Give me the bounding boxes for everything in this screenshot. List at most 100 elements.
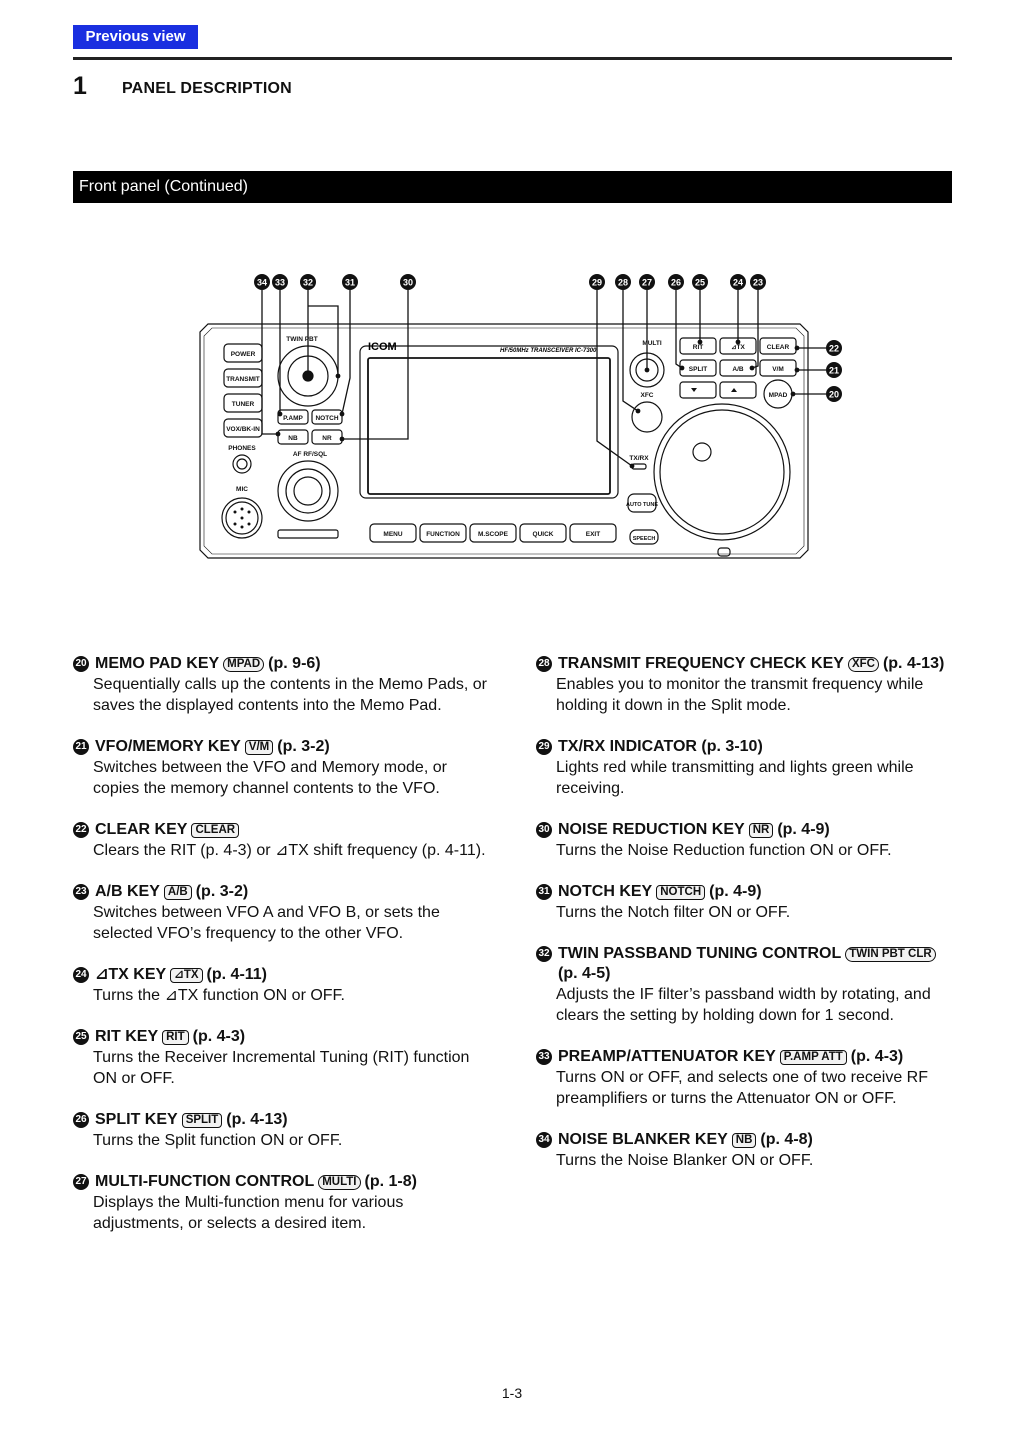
callout-circle <box>750 274 766 290</box>
page-reference: (p. 4-3) <box>850 1048 904 1065</box>
mscope-key <box>469 523 517 543</box>
svg-text:EXIT: EXIT <box>586 531 600 538</box>
item-description: Displays the Multi-function menu for var… <box>93 1194 404 1232</box>
item-title: PREAMP/ATTENUATOR KEY <box>558 1048 776 1065</box>
item-description: Switches between the VFO and Memory mode… <box>93 759 447 797</box>
svg-text:MIC: MIC <box>236 486 248 493</box>
callout-circle <box>400 274 416 290</box>
callout-label: 27 <box>642 278 652 288</box>
page-reference: (p. 4-13) <box>882 655 945 672</box>
item-description: Turns the Noise Blanker ON or OFF. <box>556 1152 814 1169</box>
svg-text:TWIN PBT: TWIN PBT <box>286 336 317 343</box>
callout-circle <box>615 274 631 290</box>
svg-text:POWER: POWER <box>231 351 256 358</box>
item-number-icon: 22 <box>73 822 89 838</box>
callout-label: 31 <box>345 278 355 288</box>
pamp-key <box>277 409 309 425</box>
svg-text:TUNER: TUNER <box>232 401 255 408</box>
svg-text:P.AMP: P.AMP <box>283 415 303 422</box>
svg-text:VOX/BK-IN: VOX/BK-IN <box>226 426 260 433</box>
display-bezel <box>359 345 619 499</box>
callout-circle <box>342 274 358 290</box>
item-description: Turns the Noise Reduction function ON or… <box>556 842 892 859</box>
callout-label: 33 <box>275 278 285 288</box>
item-title: NOTCH KEY <box>558 883 653 900</box>
sd-slot <box>277 529 339 539</box>
svg-text:XFC: XFC <box>641 392 654 399</box>
callout-circle <box>668 274 684 290</box>
callout-label: 30 <box>403 278 413 288</box>
front-panel-diagram: POWER TRANSMIT TUNER VOX/BK-IN PHONES MI… <box>199 274 842 559</box>
item-title: MEMO PAD KEY <box>95 655 220 672</box>
item-number-icon: 30 <box>536 822 552 838</box>
callout-circle <box>826 386 842 402</box>
svg-text:SPEECH: SPEECH <box>633 536 656 542</box>
menu-key <box>369 523 417 543</box>
item-title: TX/RX INDICATOR <box>558 738 697 755</box>
svg-text:⊿TX: ⊿TX <box>731 344 745 351</box>
item-number-icon: 32 <box>536 946 552 962</box>
svg-text:QUICK: QUICK <box>533 531 554 538</box>
main-dial <box>653 403 791 541</box>
key-symbol: A/B <box>163 885 192 900</box>
svg-text:AF RF/SQL: AF RF/SQL <box>293 451 327 458</box>
item-description: Enables you to monitor the transmit freq… <box>556 676 924 714</box>
rit-key <box>679 337 717 355</box>
item-number-icon: 26 <box>73 1112 89 1128</box>
callout-circle <box>692 274 708 290</box>
item-title: MULTI-FUNCTION CONTROL <box>95 1173 315 1190</box>
down-key <box>679 381 717 399</box>
key-symbol: V/M <box>244 740 274 755</box>
callout-circle <box>254 274 270 290</box>
key-symbol: P.AMP ATT <box>779 1050 847 1065</box>
item-description: Turns the Receiver Incremental Tuning (R… <box>93 1049 470 1087</box>
callout-circle <box>300 274 316 290</box>
page-reference: (p. 9-6) <box>268 655 321 672</box>
speech-key <box>629 529 659 545</box>
item-title: TRANSMIT FREQUENCY CHECK KEY <box>558 655 844 672</box>
item-title: ⊿TX KEY <box>95 966 167 983</box>
previous-view-button[interactable]: Previous view <box>73 25 198 49</box>
description-item: 24⊿TX KEY⊿TX(p. 4-11)Turns the ⊿TX funct… <box>73 965 493 1006</box>
chapter-title: PANEL DESCRIPTION <box>122 80 292 97</box>
svg-text:A/B: A/B <box>732 366 744 373</box>
key-symbol: TWIN PBT CLR <box>845 947 936 962</box>
nb-key <box>277 429 309 445</box>
key-symbol: RIT <box>162 1030 189 1045</box>
item-description: Sequentially calls up the contents in th… <box>93 676 487 714</box>
page-reference: (p. 3-2) <box>277 738 330 755</box>
item-number-icon: 29 <box>536 739 552 755</box>
svg-text:V/M: V/M <box>772 366 784 373</box>
page-reference: (p. 4-11) <box>206 966 268 983</box>
page-number: 1-3 <box>501 1385 523 1401</box>
key-symbol: ⊿TX <box>170 968 203 983</box>
up-key <box>719 381 757 399</box>
svg-text:MPAD: MPAD <box>769 392 788 399</box>
callout-label: 29 <box>592 278 602 288</box>
key-symbol: MPAD <box>223 657 265 672</box>
xfc-key <box>631 401 663 433</box>
callout-circle <box>589 274 605 290</box>
item-title: NOISE BLANKER KEY <box>558 1131 728 1148</box>
panel-outline <box>199 323 809 559</box>
function-key <box>419 523 467 543</box>
callout-label: 28 <box>618 278 628 288</box>
svg-text:FUNCTION: FUNCTION <box>426 531 460 538</box>
display-screen <box>367 357 611 495</box>
svg-text:TX/RX: TX/RX <box>629 455 649 462</box>
